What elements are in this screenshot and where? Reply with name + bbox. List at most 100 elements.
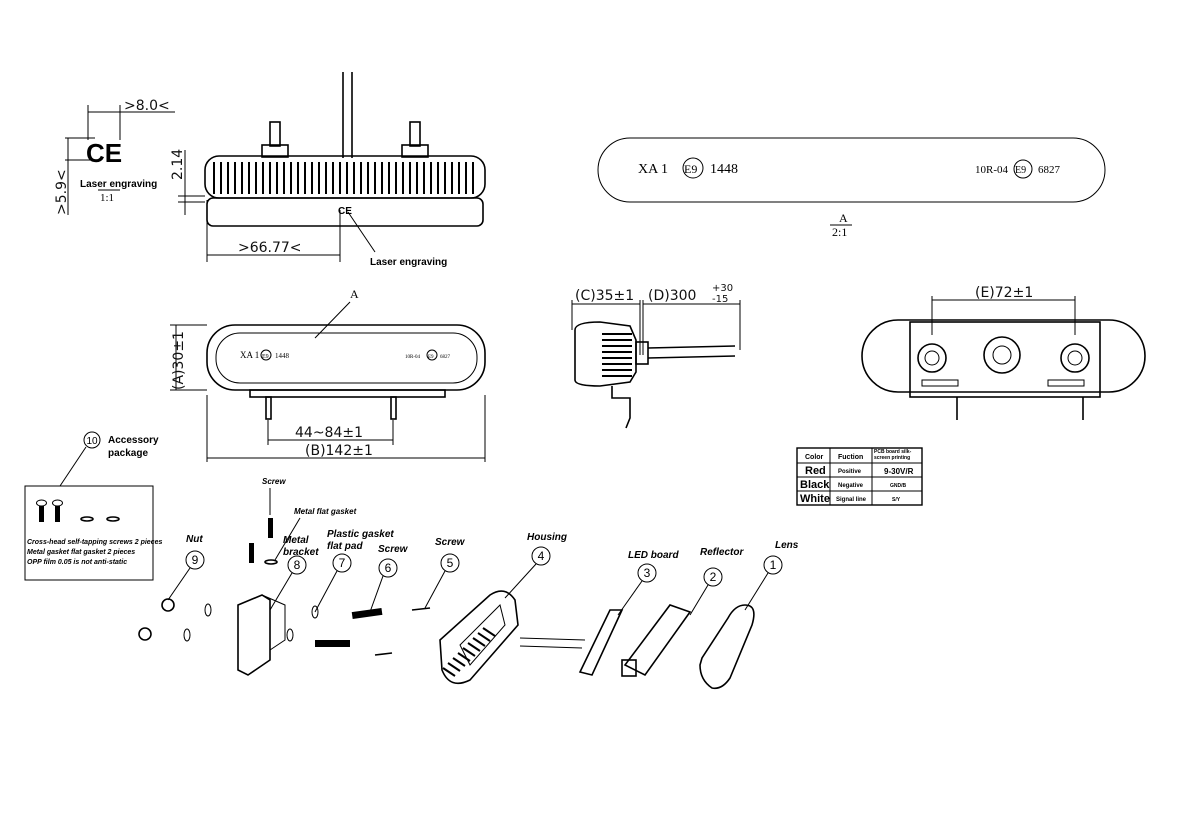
table-header-pcb: PCB board silk-screen printing: [874, 449, 912, 461]
detail-left-number: 1448: [710, 162, 738, 177]
accessory-package: 10 Accessory package Cross-head self-tap…: [24, 431, 162, 581]
balloon: [332, 553, 352, 573]
exploded-view: Screw Metal flat gasket 1 Lens 2 Reflector 3…: [138, 477, 799, 690]
detail-scale: 2:1: [832, 225, 847, 239]
part-label: Lens: [775, 540, 799, 551]
cable-tol-minus: -15: [712, 294, 728, 305]
front-right-emark: E9: [428, 355, 434, 360]
front-left-text: XA 1: [240, 350, 259, 360]
part-label: Metal: [283, 535, 309, 546]
part-callout: 6 Screw: [369, 544, 409, 613]
detail-right-number: 6827: [1038, 164, 1061, 176]
part-number: 4: [538, 549, 545, 563]
side-view: (C)35±1 (D)300 +30 -15: [571, 283, 741, 429]
part-number: 1: [770, 558, 777, 572]
ce-detail: >8.0< >5.9< CE Laser engraving 1:1: [54, 98, 175, 215]
part-callout: 9 Nut: [167, 534, 205, 601]
table-cell: S/Y: [892, 497, 901, 503]
part-number: 5: [447, 556, 454, 570]
accessory-line: Cross-head self-tapping screws 2 pieces: [27, 539, 162, 546]
front-view: A XA 1 E9 1448 10R-04 E9 6827 (A)30±1 44…: [170, 287, 486, 462]
ce-height-dim: >5.9<: [54, 169, 70, 215]
accessory-number: 10: [86, 436, 98, 447]
fin: [477, 632, 491, 642]
fin: [482, 627, 496, 637]
balloon: [703, 567, 723, 587]
table-row: White Signal line S/Y: [800, 493, 901, 505]
part-number: 2: [710, 570, 717, 584]
length-dim: (B)142±1: [305, 443, 373, 459]
part-label: Plastic gasket: [327, 529, 394, 540]
table-cell: Negative: [838, 483, 864, 489]
front-height-dim: (A)30±1: [171, 331, 187, 390]
part-label-2: flat pad: [327, 541, 363, 552]
table-cell: 9-30V/R: [884, 467, 914, 476]
detail-right-text: 10R-04: [975, 164, 1009, 176]
cable-tol-plus: +30: [712, 283, 733, 294]
balloon: [637, 563, 657, 583]
detail-title: A: [839, 211, 848, 225]
fin: [462, 647, 476, 657]
spacing-dim: (E)72±1: [975, 285, 1033, 301]
table-header-color: Color: [805, 454, 824, 461]
table-cell: Red: [805, 465, 826, 477]
detail-left-text: XA 1: [638, 162, 668, 177]
ce-mark: CE: [86, 138, 122, 168]
accessory-title: Accessory: [108, 435, 159, 446]
offset-dim: >66.77<: [238, 240, 302, 256]
front-detail-ref: A: [350, 287, 359, 301]
detail-left-emark: E9: [684, 162, 697, 176]
balloon: [531, 546, 551, 566]
table-row: Black Negative GND/B: [800, 479, 907, 491]
table-cell: Black: [800, 479, 830, 491]
fin: [467, 642, 481, 652]
cable-dim: (D)300: [648, 288, 696, 304]
wire-table: Color Fuction PCB board silk-screen prin…: [796, 447, 923, 506]
part-number: 6: [385, 561, 392, 575]
fin: [442, 667, 456, 677]
table-row: Red Positive 9-30V/R: [805, 465, 914, 477]
balloon: [440, 553, 460, 573]
front-left-emark: E9: [262, 354, 269, 360]
top-view: >66.77< 2.14 CE Laser engraving: [170, 72, 486, 268]
accessory-line: Metal gasket flat gasket 2 pieces: [27, 549, 135, 556]
part-number: 7: [339, 556, 346, 570]
mount-dim: 44~84±1: [295, 425, 363, 441]
top-height-dim: 2.14: [170, 149, 186, 180]
part-label: Nut: [186, 534, 203, 545]
part-number: 9: [192, 553, 199, 567]
balloon: [185, 550, 205, 570]
table-cell: Signal line: [836, 497, 867, 503]
balloon: [763, 555, 783, 575]
part-number: 3: [644, 566, 651, 580]
part-number: 8: [294, 558, 301, 572]
front-right-text: 10R-04: [405, 355, 421, 360]
part-callout: 2 Reflector: [689, 547, 744, 616]
top-label: Laser engraving: [370, 257, 447, 268]
top-ce-mark: CE: [338, 206, 352, 217]
fin: [457, 652, 471, 662]
fin: [452, 657, 466, 667]
ce-width-dim: >8.0<: [124, 98, 170, 114]
table-cell: Positive: [838, 469, 862, 475]
part-label: Reflector: [700, 547, 744, 558]
front-left-number: 1448: [275, 352, 290, 360]
part-label-2: bracket: [283, 547, 319, 558]
part-label: Screw: [378, 544, 409, 555]
accessory-title-2: package: [108, 448, 148, 459]
balloon: [287, 555, 307, 575]
accessory-line: OPP film 0.05 is not anti-static: [27, 559, 127, 566]
part-callout: 1 Lens: [744, 540, 799, 611]
fin: [447, 662, 461, 672]
detail-right-emark: E9: [1015, 165, 1026, 176]
metal-flat-gasket-label: Metal flat gasket: [294, 507, 357, 516]
detail-a: XA 1 E9 1448 10R-04 E9 6827 A 2:1: [597, 137, 1106, 239]
balloon: [378, 558, 398, 578]
ce-scale: 1:1: [100, 192, 114, 204]
